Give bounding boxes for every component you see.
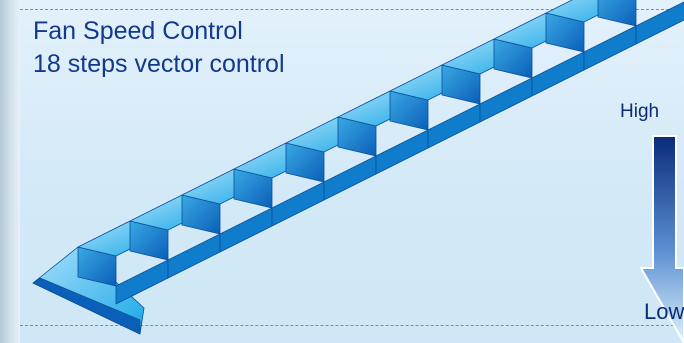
stair-side-1 bbox=[115, 259, 169, 305]
stair-riser-11 bbox=[597, 0, 637, 27]
stair-side-8 bbox=[479, 77, 533, 123]
stair-side-11 bbox=[635, 1, 684, 45]
speed-scale-arrow bbox=[639, 135, 684, 343]
stair-side-4 bbox=[271, 181, 325, 227]
stair-side-10 bbox=[583, 25, 637, 71]
staircase-steps bbox=[32, 0, 684, 335]
diagram-title: Fan Speed Control bbox=[33, 17, 243, 45]
stair-side-2 bbox=[167, 233, 221, 279]
high-speed-label: High bbox=[620, 101, 660, 122]
down-arrow-icon bbox=[639, 135, 684, 343]
low-speed-label: Low bbox=[644, 299, 684, 324]
stair-side-5 bbox=[323, 155, 377, 201]
stair-side-3 bbox=[219, 207, 273, 253]
diagram-subtitle: 18 steps vector control bbox=[33, 50, 285, 78]
stair-side-7 bbox=[427, 103, 481, 149]
stair-side-9 bbox=[531, 51, 585, 97]
floor-wedge-side bbox=[32, 277, 141, 335]
top-dashed-divider bbox=[20, 9, 684, 10]
bottom-dashed-divider bbox=[20, 325, 684, 326]
left-background-strip bbox=[0, 0, 20, 343]
stair-side-6 bbox=[375, 129, 429, 175]
